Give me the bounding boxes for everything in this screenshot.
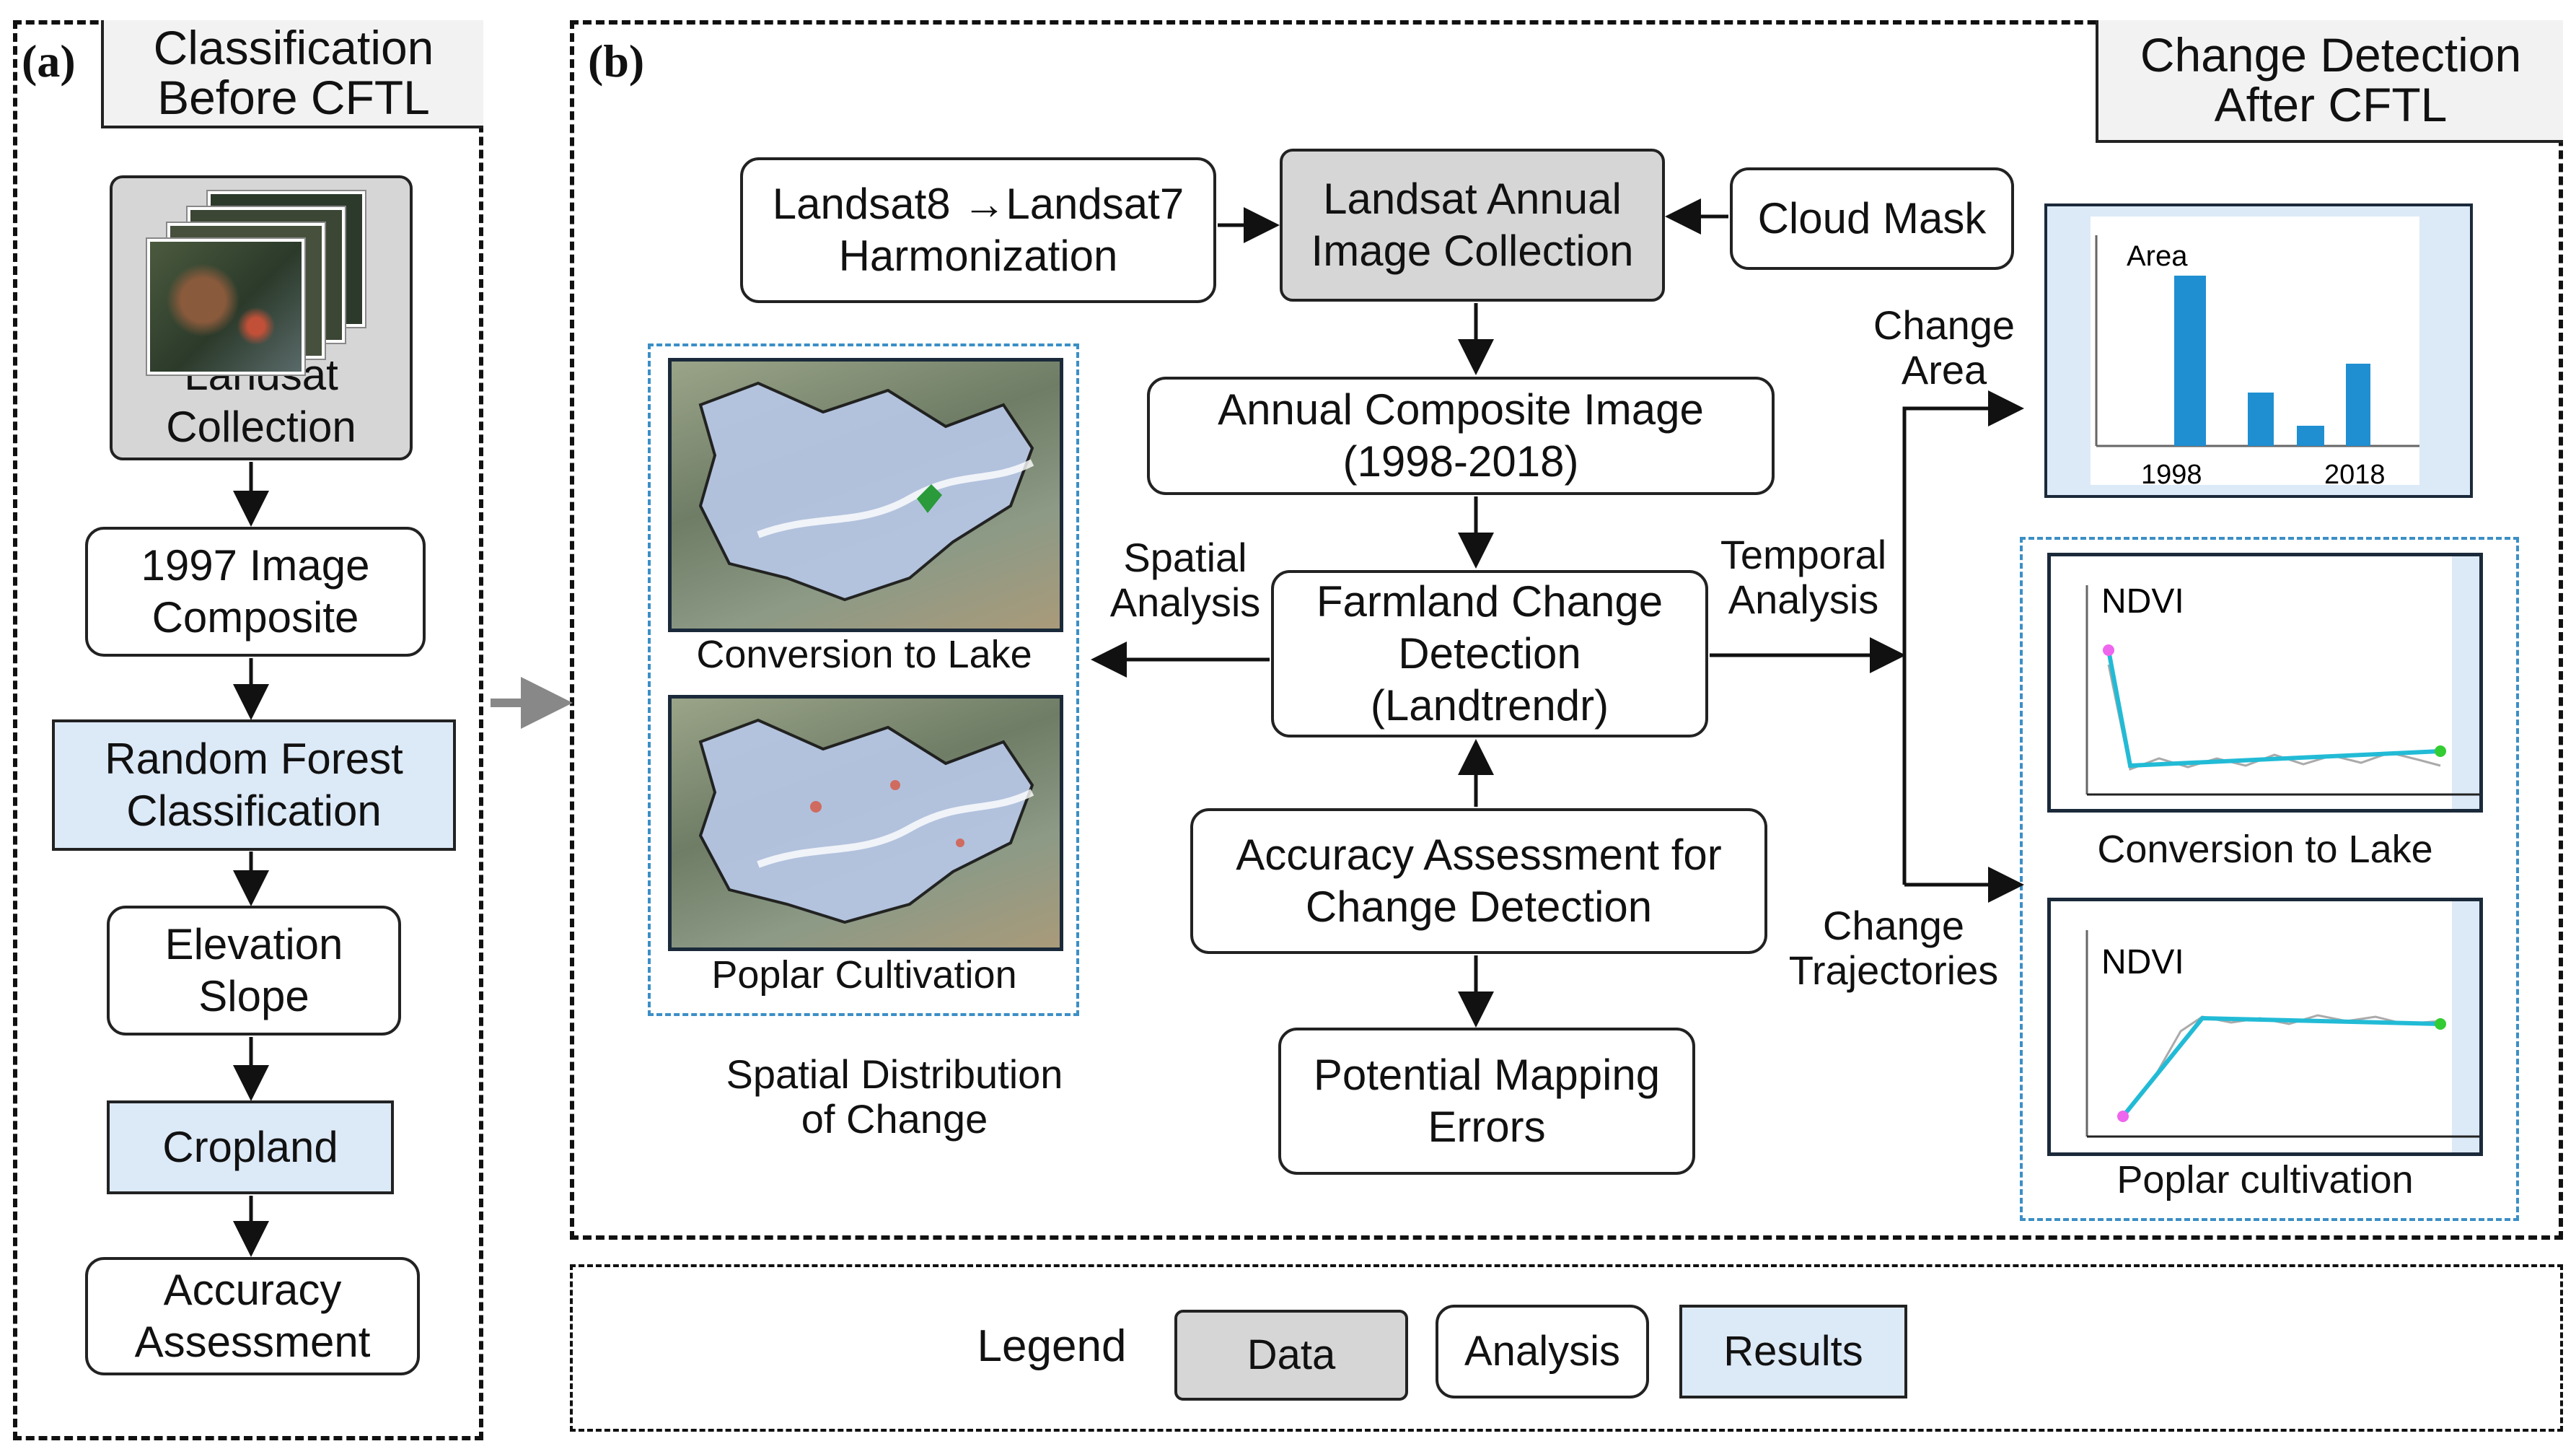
bar-xtick-1998: 1998 [2141,460,2202,490]
ndvi-poplar-svg: NDVI [2085,901,2479,1152]
ndvi-chart-lake: NDVI [2047,553,2483,813]
bar-xtick-2018: 2018 [2324,460,2386,490]
landsat-stack-icon [146,190,366,376]
bar-1998 [2174,276,2206,446]
ndvi-caption-poplar: Poplar cultivation [2116,1158,2414,1201]
ndvi-lake-svg: NDVI [2085,556,2479,809]
panel-a-title: Classification Before CFTL [101,20,483,128]
farmland-change-box: Farmland Change Detection (Landtrendr) [1271,570,1708,737]
panel-a-letter: (a) [22,35,76,87]
ndvi-chart-poplar: NDVI [2047,898,2483,1156]
panel-b-letter: (b) [588,35,645,87]
ndvi-lake-start [2103,644,2114,656]
ndvi-poplar-end [2435,1018,2446,1030]
change-area-chart: Area 1998 2018 [2044,203,2473,498]
spatial-distribution-label: Spatial Distribution of Change [726,1051,1063,1142]
annual-composite-box: Annual Composite Image (1998-2018) [1147,377,1775,495]
accuracy-cd-box: Accuracy Assessment for Change Detection [1190,808,1767,954]
change-area-label: Change Area [1873,302,2015,393]
spatial-maps-frame [648,343,1079,1016]
annual-collection-box: Landsat Annual Image Collection [1280,149,1665,302]
ndvi-caption-lake: Conversion to Lake [2097,828,2433,871]
temporal-analysis-label: Temporal Analysis [1720,532,1887,622]
legend-analysis: Analysis [1436,1305,1649,1398]
composite-1997-box: 1997 Image Composite [85,527,426,657]
legend-label: Legend [977,1321,1127,1371]
legend-frame [570,1264,2563,1432]
panel-b-title: Change Detection After CFTL [2096,20,2563,143]
accuracy-assessment-box: Accuracy Assessment [85,1257,420,1375]
arrow-change-area [1902,390,2024,885]
ndvi-lake-trend [2106,649,2441,769]
cropland-box: Cropland [107,1100,394,1194]
lake-conversion-map [668,358,1063,632]
potential-errors-box: Potential Mapping Errors [1278,1028,1695,1175]
map-caption-poplar: Poplar Cultivation [711,953,1017,997]
spatial-analysis-label: Spatial Analysis [1109,535,1261,625]
poplar-map-shape [698,718,1034,924]
cloud-mask-box: Cloud Mask [1730,167,2014,270]
bar-3 [2297,426,2324,446]
elevation-slope-box: Elevation Slope [107,906,401,1036]
random-forest-box: Random Forest Classification [52,719,456,851]
landsat-collection-box: Landsat Collection [110,175,413,460]
change-trajectories-label: Change Trajectories [1788,903,1999,993]
harmonization-box: Landsat8 →Landsat7 Harmonization [740,157,1216,303]
bar-chart-ylabel: Area [2127,240,2188,272]
ndvi-lake-ylabel: NDVI [2101,582,2184,621]
bar-2018 [2346,364,2370,446]
ndvi-lake-end [2435,745,2446,757]
ndvi-poplar-trend [2121,1015,2441,1118]
legend-results: Results [1679,1305,1907,1398]
bar-2 [2248,393,2274,446]
poplar-cultivation-map [668,695,1063,951]
ndvi-poplar-ylabel: NDVI [2101,943,2184,981]
bar-chart-svg: Area 1998 2018 [2095,235,2419,490]
lake-map-shape [698,381,1034,602]
map-caption-lake: Conversion to Lake [696,633,1032,676]
panel-b-frame [570,20,2563,1240]
legend-data: Data [1174,1310,1408,1401]
ndvi-poplar-start [2117,1111,2129,1122]
